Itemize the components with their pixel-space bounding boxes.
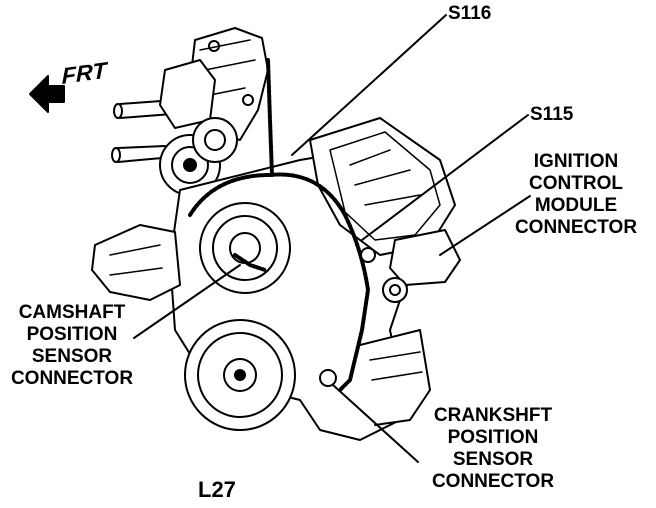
s115-leader — [361, 114, 529, 241]
cam-leader — [133, 264, 241, 339]
crank-sensor — [319, 369, 337, 387]
ignition-control-module-connector-label: IGNITION CONTROL MODULE CONNECTOR — [514, 151, 638, 238]
wiring-harness — [188, 172, 370, 392]
icm-leader — [439, 195, 531, 256]
s116-label: S116 — [448, 3, 492, 24]
camshaft-position-sensor-connector-label: CAMSHAFT POSITION SENSOR CONNECTOR — [10, 302, 134, 389]
crankshaft-position-sensor-connector-label: CRANKSHFT POSITION SENSOR CONNECTOR — [431, 405, 555, 492]
front-arrow — [29, 75, 65, 113]
engine-model-label: L27 — [198, 477, 236, 502]
s116-leader — [291, 14, 447, 156]
ac-bracket — [91, 224, 181, 301]
ignition-module — [389, 229, 461, 286]
front-direction-label: FRT — [61, 57, 107, 89]
crank-leader — [332, 384, 419, 463]
s115-label: S115 — [530, 104, 574, 125]
